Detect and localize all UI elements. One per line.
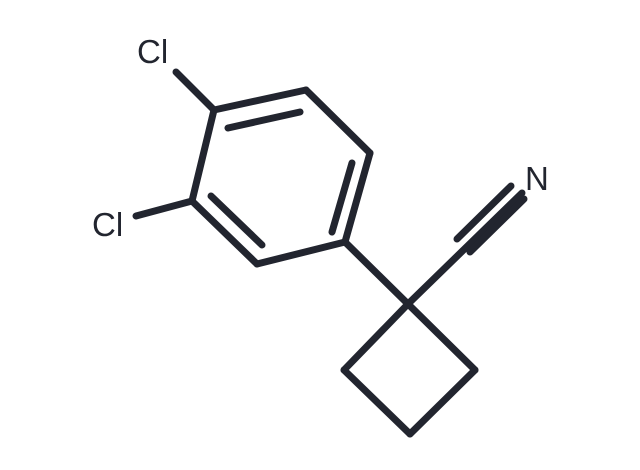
nitrile-bond-lower: [466, 195, 528, 256]
ring-bond-e: [188, 197, 261, 268]
nitrile-bond-upper: [453, 182, 515, 243]
ring-bond-c-inner: [328, 159, 356, 236]
ring-bond-b: [302, 86, 374, 157]
atom-labels: Cl Cl N: [92, 33, 549, 243]
cl-top-bond: [172, 68, 218, 114]
ring-bond-d: [253, 238, 349, 268]
cyclobutane-bond-right: [404, 300, 479, 374]
ring-bond-a-inner: [224, 108, 304, 132]
ring-bond-c: [341, 149, 374, 246]
chlorine-top-label: Cl: [137, 33, 168, 70]
aryl-cyclobutyl-bond: [341, 238, 412, 308]
nitrile-bond-center: [404, 189, 526, 308]
chlorine-left-label: Cl: [92, 206, 123, 243]
cyclobutane-bond-left: [340, 300, 412, 374]
bonds-group: [132, 68, 528, 438]
cyclobutane-bond-bottom-left: [340, 366, 414, 438]
ring-bond-a: [210, 86, 310, 114]
cyclobutane-bond-bottom-right: [406, 366, 479, 438]
ring-bond-e-inner: [207, 192, 266, 249]
nitrogen-label: N: [525, 160, 549, 197]
ring-bond-f: [188, 106, 218, 205]
cl-left-bond: [132, 197, 196, 220]
